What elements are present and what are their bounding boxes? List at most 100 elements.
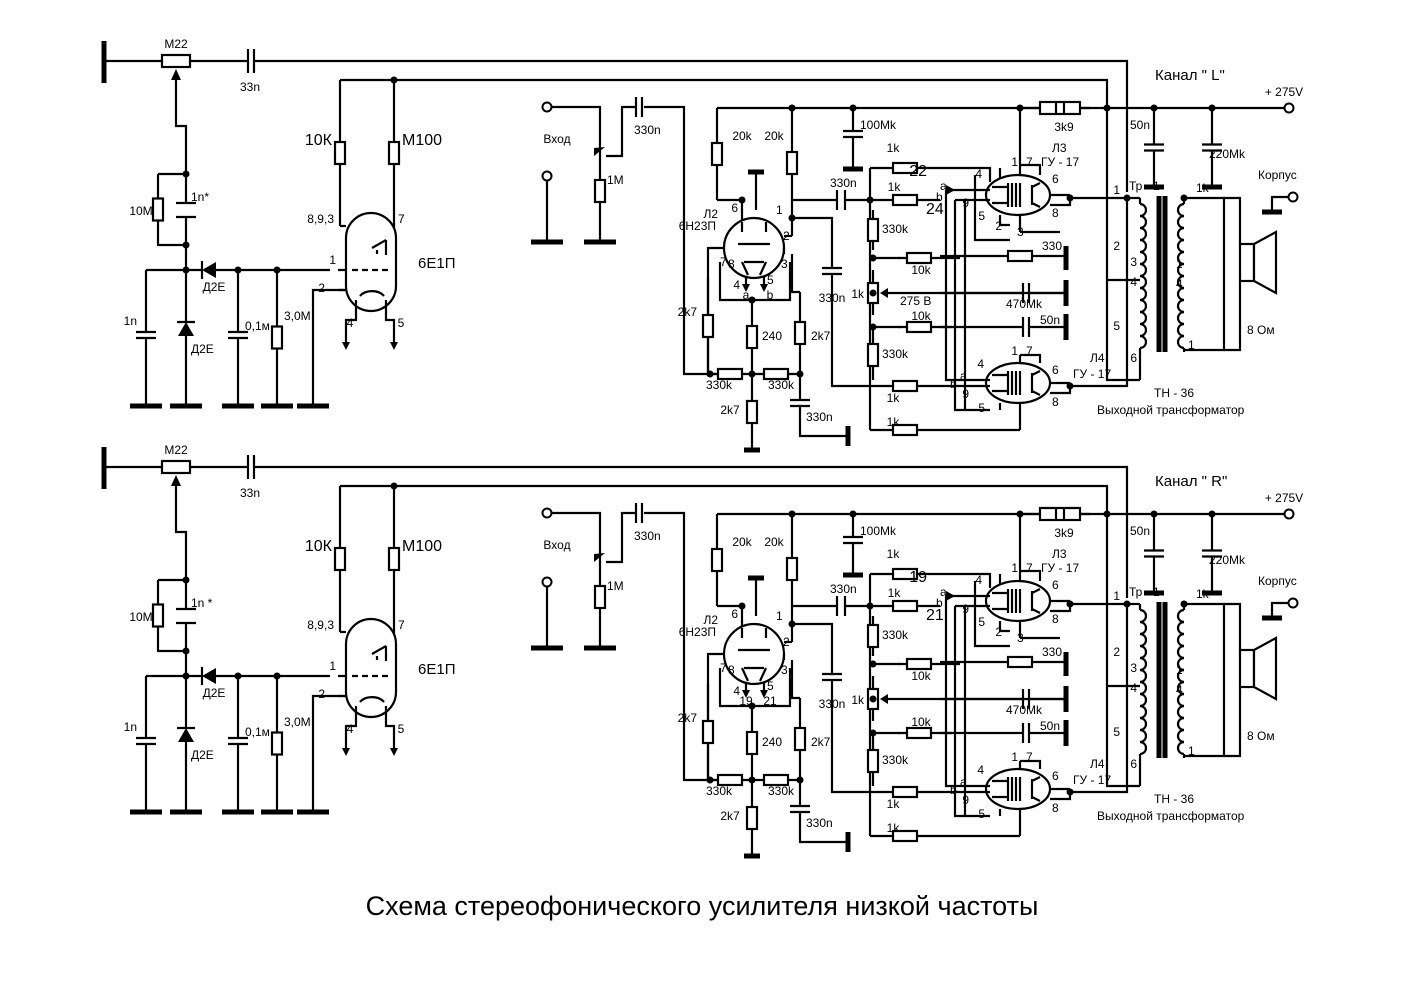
wire — [835, 596, 847, 616]
capacitor-1n-star — [176, 202, 196, 218]
component-label: Выходной трансформатор — [1097, 809, 1245, 823]
wire — [359, 290, 385, 297]
component-label: 8,9,3 — [307, 618, 334, 632]
component-label: 1k — [851, 693, 865, 707]
component-label: 1 — [329, 253, 336, 267]
component-label: 330 — [1042, 645, 1062, 659]
component-label: 1 — [1176, 663, 1183, 677]
terminal — [1283, 102, 1295, 114]
wire — [1010, 777, 1022, 801]
resistor-3m — [270, 731, 284, 756]
component-label: 4 — [975, 167, 982, 181]
component-label: 10М — [129, 204, 152, 218]
component-label: 1n — [124, 720, 137, 734]
component-label: 6 — [1052, 363, 1059, 377]
component-label: 1k — [888, 180, 902, 194]
arrow — [594, 147, 605, 156]
arrow — [742, 690, 750, 698]
junction-dot — [706, 776, 714, 784]
wire — [1054, 102, 1066, 114]
component-label: 1k — [888, 586, 902, 600]
wire — [792, 216, 870, 388]
arrow — [390, 748, 398, 756]
transformer-winding — [1176, 298, 1185, 314]
component-label: 6 — [1052, 578, 1059, 592]
component-label: 2k7 — [678, 305, 698, 319]
speaker — [1238, 242, 1256, 283]
transformer-winding — [1139, 668, 1148, 684]
component-label: 2 — [318, 281, 325, 295]
component-label: 1 — [776, 203, 783, 217]
component-label: 4 — [347, 722, 354, 736]
transformer-winding — [1139, 728, 1148, 744]
wire — [940, 190, 990, 412]
component-label: a — [960, 369, 967, 383]
transformer-winding — [1139, 334, 1148, 350]
wire — [1224, 602, 1242, 758]
wire — [1202, 108, 1222, 187]
terminal — [541, 170, 553, 182]
component-label: 3k9 — [1054, 526, 1074, 540]
component-label: Корпус — [1258, 168, 1297, 182]
resistor-20k — [785, 556, 799, 582]
component-label: 2 — [1113, 645, 1120, 659]
component-label: 10k — [911, 309, 931, 323]
component-label: ГУ - 17 — [1073, 367, 1111, 381]
component-label: 1 — [1011, 155, 1018, 169]
component-label: 2k7 — [720, 809, 740, 823]
terminal — [1287, 191, 1299, 203]
arrow — [946, 185, 955, 195]
component-label: 20k — [732, 535, 752, 549]
component-label: 50n — [1130, 118, 1150, 132]
component-label: 2k7 — [720, 403, 740, 417]
component-label: 330n — [634, 529, 661, 543]
wire — [1070, 200, 1129, 388]
component-label: b — [936, 190, 943, 204]
wire — [176, 607, 196, 625]
wire — [104, 465, 1129, 598]
wire — [1030, 182, 1041, 208]
transformer-winding — [1176, 214, 1185, 230]
wire — [1054, 508, 1066, 520]
component-label: 4 — [977, 763, 984, 777]
component-label: Л3 — [1052, 141, 1067, 155]
component-label: 1 — [1113, 589, 1120, 603]
wire — [940, 572, 992, 588]
terminal — [541, 507, 553, 519]
wire — [1138, 604, 1186, 764]
wire — [340, 484, 1140, 788]
wire — [136, 270, 156, 405]
component-label: 3 — [781, 257, 788, 271]
component-label: ТН - 36 — [1154, 792, 1194, 806]
resistor-1k — [891, 379, 919, 393]
transformer-winding — [1176, 620, 1185, 636]
component-label: 8 — [1052, 801, 1059, 815]
wire — [344, 300, 396, 345]
arrow — [946, 591, 955, 601]
component-label: 33n — [240, 486, 260, 500]
resistor-3k9 — [1038, 100, 1082, 116]
component-label: 2k7 — [811, 735, 831, 749]
component-label: ГУ - 17 — [1041, 561, 1079, 575]
potentiometer-1m — [593, 584, 607, 610]
component-label: 50n — [1130, 524, 1150, 538]
wire — [340, 78, 1140, 382]
component-label: 5 — [398, 722, 405, 736]
component-label: 1М — [607, 173, 624, 187]
component-label: 0,1м — [245, 725, 270, 739]
component-label: 2 — [995, 625, 1002, 639]
component-label: 100Mk — [860, 118, 897, 132]
wire — [790, 780, 848, 844]
component-label: Л2 — [703, 613, 718, 627]
wire — [940, 723, 1066, 743]
wire — [717, 604, 744, 628]
resistor-10m — [151, 603, 165, 628]
component-label: a — [960, 775, 967, 789]
component-label: 1 — [1188, 338, 1195, 352]
transformer-winding — [1139, 716, 1148, 732]
component-label: a — [743, 288, 750, 302]
transformer-winding — [1176, 238, 1185, 254]
wire — [1010, 371, 1022, 395]
component-label: 20k — [732, 129, 752, 143]
